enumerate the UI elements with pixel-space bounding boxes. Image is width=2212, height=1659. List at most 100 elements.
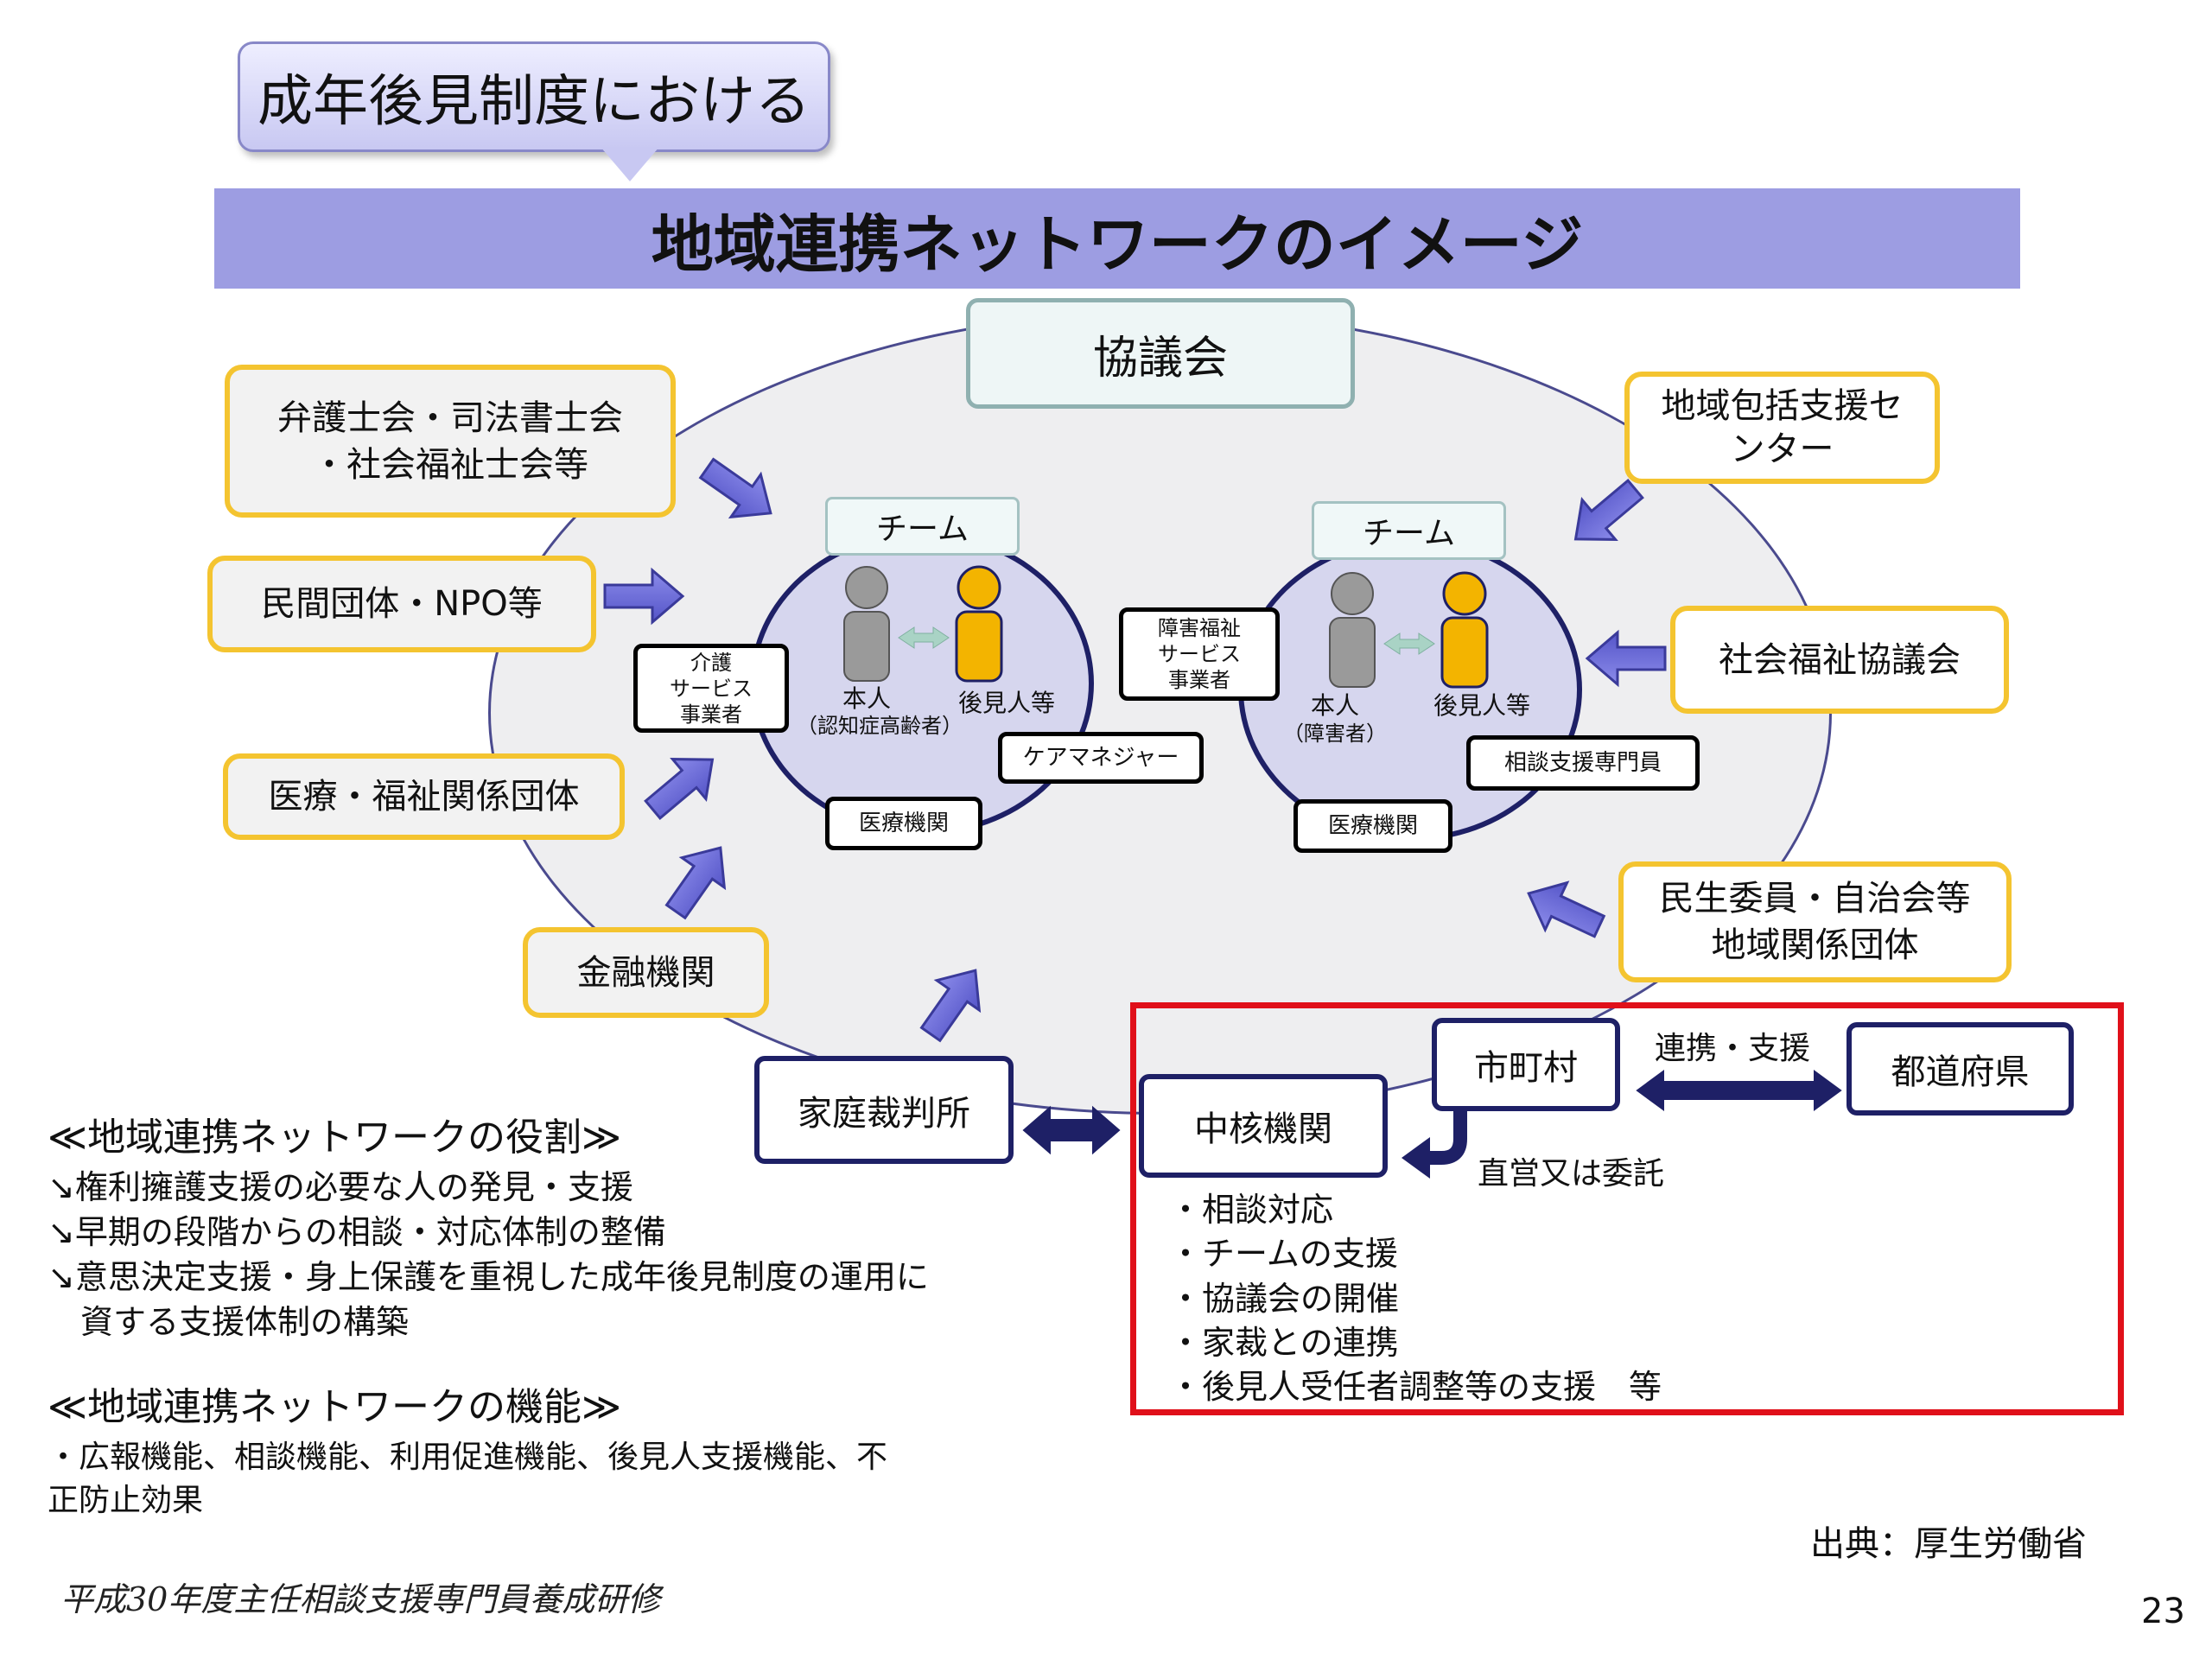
- roles-item: ↘早期の段階からの相談・対応体制の整備: [48, 1213, 666, 1251]
- community-center-box: 地域包括支援セ ンター: [1624, 372, 1940, 484]
- lawyers-line2: ・社会福祉士会等: [312, 444, 588, 485]
- page-number-text: 23: [2141, 1592, 2185, 1631]
- arrow-family-court: [908, 954, 998, 1051]
- right-team-label-text: チーム: [1363, 516, 1455, 551]
- left-person-text: 本人: [842, 684, 891, 713]
- financial-text: 金融機関: [576, 952, 715, 993]
- person-icon-left: [843, 566, 890, 682]
- financial-box: 金融機関: [523, 927, 769, 1018]
- disability-provider-line2: サービス: [1158, 642, 1241, 666]
- consultant-box: 相談支援専門員: [1466, 735, 1700, 791]
- source-label: 出典：厚生労働省: [1810, 1521, 2087, 1567]
- left-person-note-text: （認知症高齢者）: [797, 714, 963, 738]
- direct-label: 直営又は委託: [1478, 1154, 1664, 1196]
- family-court-text: 家庭裁判所: [798, 1093, 970, 1134]
- right-guardian-text: 後見人等: [1433, 691, 1530, 720]
- left-team-label-text: チーム: [876, 512, 969, 547]
- roles-heading: ≪地域連携ネットワークの役割≫: [48, 1116, 622, 1160]
- left-person-note: （認知症高齢者）: [793, 714, 966, 739]
- functions-heading: ≪地域連携ネットワークの機能≫: [48, 1385, 622, 1429]
- consultant-text: 相談支援専門員: [1503, 749, 1662, 776]
- arrow-financial: [653, 831, 743, 928]
- core-section-frame: [1130, 1002, 2124, 1415]
- core-functions-list: ・相談対応 ・チームの支援 ・協議会の開催 ・家裁との連携 ・後見人受任者調整等…: [1169, 1188, 1662, 1409]
- council-label: 協議会: [1092, 332, 1228, 385]
- core-function-item: ・家裁との連携: [1169, 1323, 1399, 1362]
- arrow-volunteers: [1516, 868, 1611, 951]
- double-arrow-court-core: [1022, 1105, 1121, 1155]
- guardian-icon-right: [1440, 571, 1489, 689]
- prefecture-box: 都道府県: [1847, 1022, 2074, 1116]
- left-guardian-text: 後見人等: [957, 689, 1055, 717]
- person-icon-right: [1329, 572, 1376, 688]
- medical-welfare-text: 医療・福祉関係団体: [268, 777, 580, 817]
- right-person-label: 本人: [1279, 691, 1391, 721]
- care-service-provider-box: 介護 サービス 事業者: [633, 644, 789, 733]
- left-medical-box: 医療機関: [825, 797, 982, 850]
- roles-item: 資する支援体制の構築: [48, 1303, 410, 1341]
- family-court-box: 家庭裁判所: [754, 1056, 1014, 1164]
- council-box: 協議会: [966, 298, 1355, 409]
- page-number: 23: [2141, 1592, 2185, 1631]
- social-welfare-council-text: 社会福祉協議会: [1719, 639, 1961, 680]
- cooperation-label: 連携・支援: [1655, 1028, 1810, 1071]
- title-balloon: 成年後見制度における: [238, 41, 830, 152]
- volunteers-line1: 民生委員・自治会等: [1659, 879, 1971, 918]
- banner-title: 地域連携ネットワークのイメージ: [214, 188, 2020, 289]
- roles-item: ↘意思決定支援・身上保護を重視した成年後見制度の運用に: [48, 1258, 929, 1296]
- right-medical-text: 医療機関: [1327, 812, 1418, 839]
- link-arrow-left: [898, 626, 950, 649]
- community-center-line1: 地域包括支援セ: [1661, 386, 1904, 426]
- care-manager-box: ケアマネジャー: [998, 732, 1204, 784]
- medical-welfare-box: 医療・福祉関係団体: [223, 753, 625, 840]
- right-person-note-text: （障害者）: [1283, 721, 1387, 746]
- npo-text: 民間団体・NPO等: [261, 584, 543, 624]
- left-person-label: 本人: [802, 684, 931, 714]
- right-person-text: 本人: [1310, 691, 1359, 720]
- balloon-tail: [601, 147, 659, 181]
- volunteers-box: 民生委員・自治会等 地域関係団体: [1618, 861, 2012, 982]
- arrow-npo: [603, 569, 684, 624]
- arrow-lawyers: [690, 446, 787, 536]
- right-guardian-label: 後見人等: [1417, 691, 1547, 721]
- left-team-label: チーム: [825, 497, 1020, 556]
- disability-provider-line3: 事業者: [1168, 668, 1230, 692]
- guardian-icon-left: [955, 565, 1003, 683]
- municipality-box: 市町村: [1432, 1018, 1620, 1111]
- roles-section: ≪地域連携ネットワークの役割≫ ↘権利擁護支援の必要な人の発見・支援 ↘早期の段…: [48, 1106, 929, 1344]
- core-function-item: ・チームの支援: [1169, 1235, 1398, 1274]
- core-agency-box: 中核機関: [1139, 1074, 1388, 1178]
- right-person-note: （障害者）: [1279, 721, 1391, 747]
- care-provider-line2: サービス: [670, 676, 753, 701]
- social-welfare-council-box: 社会福祉協議会: [1670, 606, 2009, 714]
- lawyers-box: 弁護士会・司法書士会 ・社会福祉士会等: [225, 365, 676, 518]
- municipality-text: 市町村: [1474, 1048, 1578, 1088]
- left-guardian-label: 後見人等: [942, 689, 1071, 718]
- bent-arrow-municipality-core: [1402, 1110, 1467, 1179]
- roles-item: ↘権利擁護支援の必要な人の発見・支援: [48, 1168, 633, 1206]
- left-medical-text: 医療機関: [858, 810, 949, 836]
- core-function-item: ・後見人受任者調整等の支援 等: [1169, 1368, 1662, 1407]
- source-text: 出典：厚生労働省: [1810, 1524, 2087, 1564]
- care-provider-line3: 事業者: [680, 702, 742, 727]
- core-function-item: ・協議会の開催: [1169, 1279, 1400, 1318]
- cooperation-text: 連携・支援: [1655, 1031, 1811, 1066]
- core-function-item: ・相談対応: [1169, 1191, 1334, 1229]
- functions-section: ≪地域連携ネットワークの機能≫ ・広報機能、相談機能、利用促進機能、後見人支援機…: [48, 1376, 887, 1522]
- lawyers-line1: 弁護士会・司法書士会: [277, 397, 623, 438]
- functions-line: ・広報機能、相談機能、利用促進機能、後見人支援機能、不: [48, 1440, 888, 1475]
- care-provider-line1: 介護: [690, 650, 732, 675]
- footer-course-title: 平成30年度主任相談支援専門員養成研修: [60, 1573, 660, 1620]
- functions-line: 正防止効果: [48, 1483, 204, 1518]
- care-manager-text: ケアマネジャー: [1022, 744, 1179, 771]
- right-team-label: チーム: [1312, 501, 1506, 560]
- double-arrow-municipality-prefecture: [1636, 1070, 1842, 1111]
- footer-course-text: 平成30年度主任相談支援専門員養成研修: [60, 1580, 661, 1618]
- banner-text: 地域連携ネットワークのイメージ: [651, 207, 1584, 281]
- volunteers-line2: 地域関係団体: [1711, 925, 1919, 965]
- community-center-line2: ンター: [1730, 429, 1834, 469]
- link-arrow-right: [1383, 632, 1435, 655]
- disability-service-provider-box: 障害福祉 サービス 事業者: [1119, 607, 1280, 701]
- disability-provider-line1: 障害福祉: [1158, 616, 1241, 640]
